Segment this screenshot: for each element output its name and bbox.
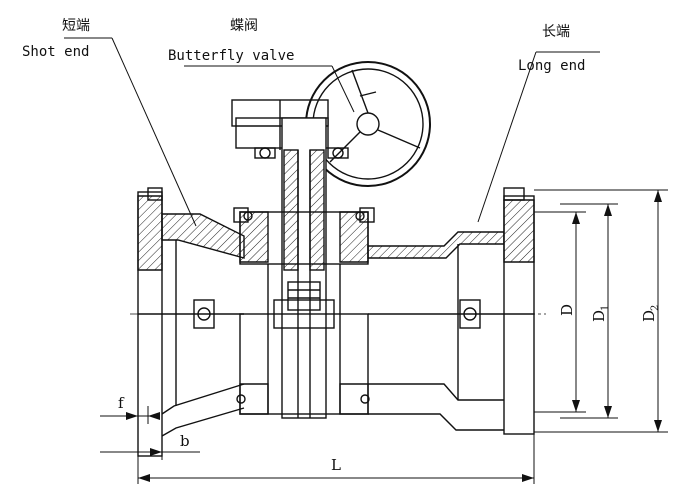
butterfly-valve-body (239, 211, 369, 415)
dimension-b-label: b (180, 432, 190, 450)
short-end-label-en: Shot end (22, 44, 89, 60)
dimension-arrows (126, 190, 662, 482)
dimension-D2-letter: D (640, 310, 658, 322)
valve-stem (281, 117, 327, 419)
dimension-L-label: L (331, 456, 341, 474)
dimension-D2-subscript: 2 (650, 305, 661, 311)
long-end-label-en: Long end (518, 58, 585, 74)
dimension-D2-label: D 2 (640, 305, 661, 322)
short-end-spool (137, 187, 245, 457)
dimension-D-label: D (558, 304, 576, 316)
long-end-label-cn: 长端 (542, 24, 570, 40)
dimension-f-label: f (118, 394, 125, 412)
leader-lines (64, 37, 600, 227)
long-end-spool (367, 187, 535, 435)
body-bolts (233, 207, 375, 404)
short-end-label-cn: 短端 (62, 18, 90, 34)
butterfly-valve-label-en: Butterfly valve (168, 48, 294, 64)
dimension-D1-letter: D (590, 310, 608, 322)
butterfly-valve-label-cn: 蝶阀 (230, 18, 258, 34)
dimension-D1-subscript: 1 (600, 305, 611, 311)
dimension-lines (100, 189, 668, 484)
dimension-D1-label: D 1 (590, 305, 611, 322)
gear-bolts (254, 147, 349, 159)
